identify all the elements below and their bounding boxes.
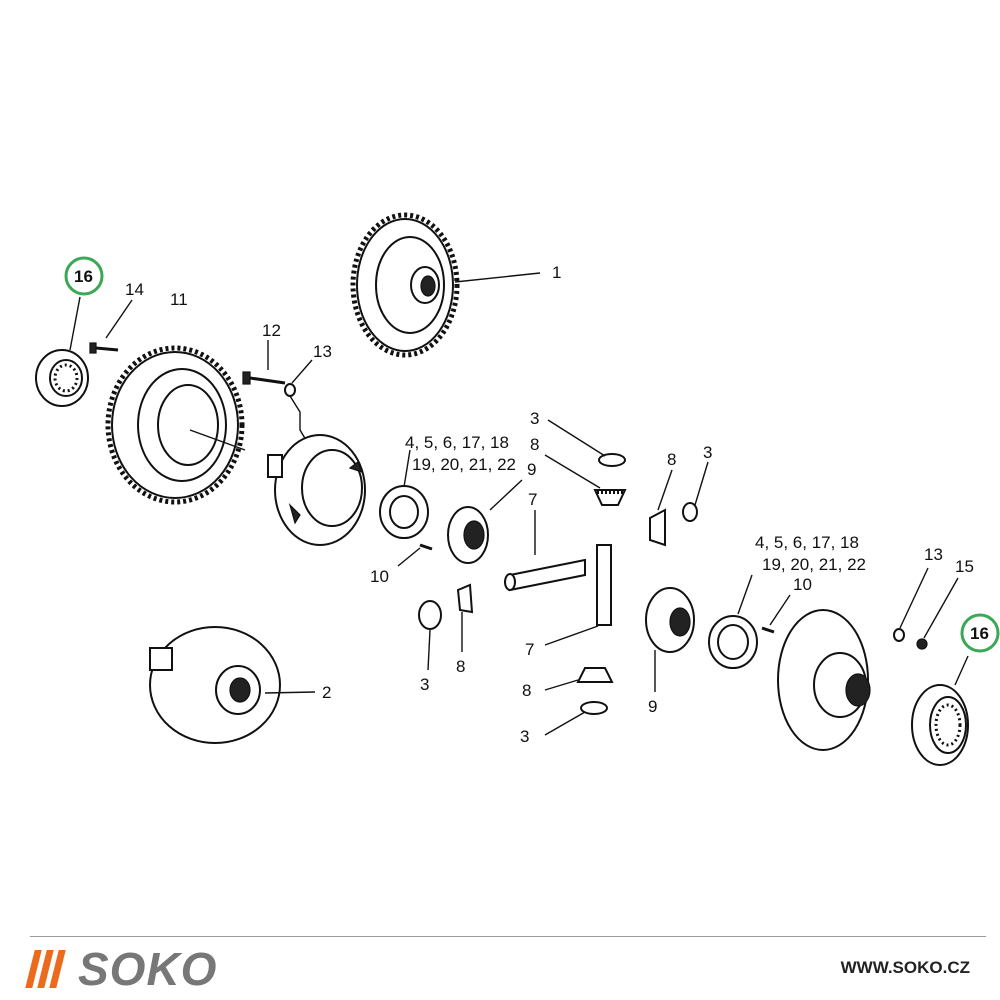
washer-3-right xyxy=(682,502,698,522)
callout-13: 13 xyxy=(924,545,943,564)
bearing-right xyxy=(911,684,969,766)
differential-case xyxy=(149,626,281,744)
callout-9: 9 xyxy=(527,460,536,479)
brand-name: SOKO xyxy=(78,943,218,995)
washer-3-left xyxy=(418,600,442,630)
callout-13: 13 xyxy=(313,342,332,361)
bolt-12 xyxy=(242,371,286,385)
callout-8: 8 xyxy=(522,681,531,700)
thrust-washer-right xyxy=(708,615,758,669)
ring-gear-assembly xyxy=(350,212,460,358)
differential-housing-half xyxy=(267,434,366,546)
pinion-gear-top xyxy=(593,489,627,506)
pinion-gear-bottom xyxy=(576,667,614,683)
callout-2: 2 xyxy=(322,683,331,702)
brand-logo: SOKO xyxy=(25,943,218,995)
callout-1: 1 xyxy=(552,263,561,282)
bolt-14 xyxy=(89,342,119,354)
callout-16-left-circle[interactable] xyxy=(64,256,104,296)
callout-16-left[interactable]: 16 xyxy=(74,267,93,286)
pinion-gear-right xyxy=(649,508,666,547)
callout-7: 7 xyxy=(528,490,537,509)
callout-4-22-right-line1: 4, 5, 6, 17, 18 xyxy=(755,533,859,552)
callout-3: 3 xyxy=(703,443,712,462)
bearing-left xyxy=(35,349,89,407)
callout-11: 11 xyxy=(170,290,188,309)
callout-4-22-right-line2: 19, 20, 21, 22 xyxy=(762,555,866,574)
callout-4-22-left-line2: 19, 20, 21, 22 xyxy=(412,455,516,474)
callout-8: 8 xyxy=(456,657,465,676)
callout-3: 3 xyxy=(530,409,539,428)
washer-3-top xyxy=(598,453,626,467)
nut-15 xyxy=(916,638,928,650)
callout-10: 10 xyxy=(793,575,812,594)
callout-4-22-left-line1: 4, 5, 6, 17, 18 xyxy=(405,433,509,452)
cross-shaft xyxy=(504,544,612,626)
callout-10: 10 xyxy=(370,567,389,586)
callout-16-right[interactable]: 16 xyxy=(970,624,989,643)
callout-16-right-circle[interactable] xyxy=(960,613,1000,653)
washer-13-right xyxy=(893,628,905,642)
differential-housing-right xyxy=(777,609,871,751)
washer-13-left xyxy=(284,383,296,397)
side-gear-right xyxy=(645,587,695,653)
callout-3: 3 xyxy=(420,675,429,694)
callout-15: 15 xyxy=(955,557,974,576)
washer-3-bottom xyxy=(580,701,608,715)
side-gear-left xyxy=(447,506,489,564)
callout-7: 7 xyxy=(525,640,534,659)
callout-9: 9 xyxy=(648,697,657,716)
callout-12: 12 xyxy=(262,321,281,340)
callout-8: 8 xyxy=(667,450,676,469)
callout-8: 8 xyxy=(530,435,539,454)
pinion-gear-left xyxy=(456,583,474,614)
website-link[interactable]: WWW.SOKO.CZ xyxy=(840,958,970,977)
thrust-washer-left xyxy=(379,485,429,539)
footer-divider xyxy=(30,936,986,937)
crown-wheel xyxy=(105,345,245,505)
callout-14: 14 xyxy=(125,280,144,299)
callout-3: 3 xyxy=(520,727,529,746)
